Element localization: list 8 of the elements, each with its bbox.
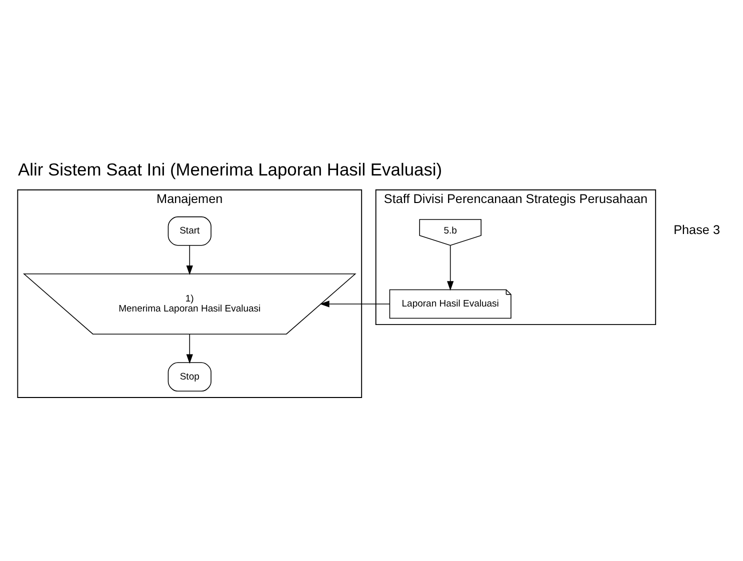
arrow [447,244,454,290]
diagram-title: Alir Sistem Saat Ini (Menerima Laporan Hasil Evaluasi) [18,158,442,179]
arrow [320,300,390,307]
node-box: Stop [168,362,212,392]
arrow [186,333,193,364]
node-box: Start [168,216,212,246]
arrow [186,244,193,275]
label: Phase 3 [674,222,720,237]
